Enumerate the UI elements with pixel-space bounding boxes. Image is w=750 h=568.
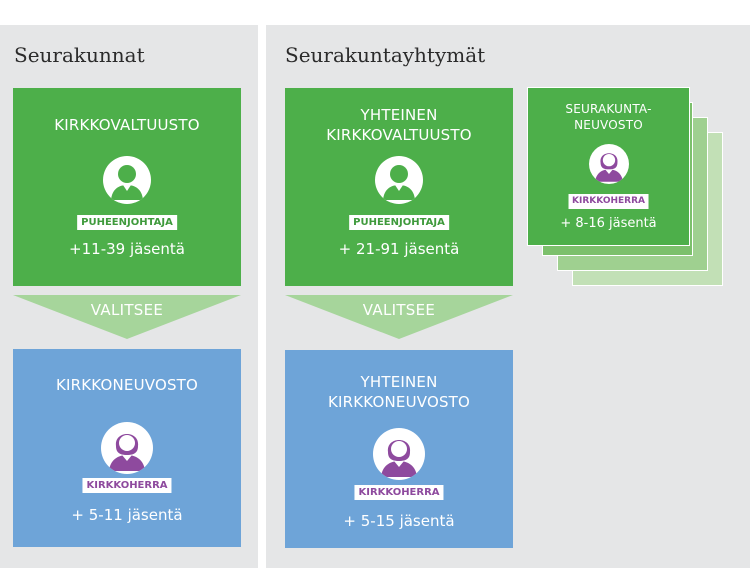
church-council-box: KIRKKOVALTUUSTO PUHEENJOHTAJA +11-39 jäs… [13,88,241,286]
joint-church-board-title-line2: KIRKKONEUVOSTO [327,393,471,411]
joint-church-board-box: YHTEINEN KIRKKONEUVOSTO KIRKKOHERRA + 5-… [285,350,513,548]
chairperson-badge: PUHEENJOHTAJA [77,215,177,230]
parish-council-title-line2: NEUVOSTO [574,118,643,132]
vicar-badge: KIRKKOHERRA [354,485,444,500]
male-person-icon [375,156,423,204]
male-person-icon [103,156,151,204]
panel-title-parishes: Seurakunnat [14,43,145,67]
joint-church-council-member-count: + 21-91 jäsentä [338,240,460,258]
panel-title-parish-unions: Seurakuntayhtymät [285,43,486,67]
church-board-box: KIRKKONEUVOSTO KIRKKOHERRA + 5-11 jäsent… [13,349,241,547]
joint-church-council-box: YHTEINEN KIRKKOVALTUUSTO PUHEENJOHTAJA +… [285,88,513,286]
elects-label-right: VALITSEE [362,301,436,319]
parish-council-box: SEURAKUNTA- NEUVOSTO KIRKKOHERRA + 8-16 … [527,87,690,246]
female-person-icon [588,144,629,184]
chairperson-badge: PUHEENJOHTAJA [349,215,449,230]
joint-church-board-title-line1: YHTEINEN [360,373,438,391]
joint-church-council-title-line2: KIRKKOVALTUUSTO [326,126,472,144]
parish-council-title-line1: SEURAKUNTA- [565,102,652,116]
elects-arrow-right: VALITSEE [285,295,513,339]
female-person-icon [373,428,425,480]
church-board-title: KIRKKONEUVOSTO [55,376,199,394]
joint-church-board-member-count: + 5-15 jäsentä [343,512,455,530]
parish-council-member-count: + 8-16 jäsentä [560,216,657,231]
church-board-member-count: + 5-11 jäsentä [71,506,183,524]
church-council-member-count: +11-39 jäsentä [69,240,185,258]
joint-church-council-title-line1: YHTEINEN [360,106,438,124]
female-person-icon [101,422,153,474]
vicar-badge: KIRKKOHERRA [568,194,649,209]
elects-arrow-left: VALITSEE [13,295,241,339]
church-council-title: KIRKKOVALTUUSTO [54,116,200,134]
vicar-badge: KIRKKOHERRA [82,478,172,493]
elects-label-left: VALITSEE [90,301,164,319]
